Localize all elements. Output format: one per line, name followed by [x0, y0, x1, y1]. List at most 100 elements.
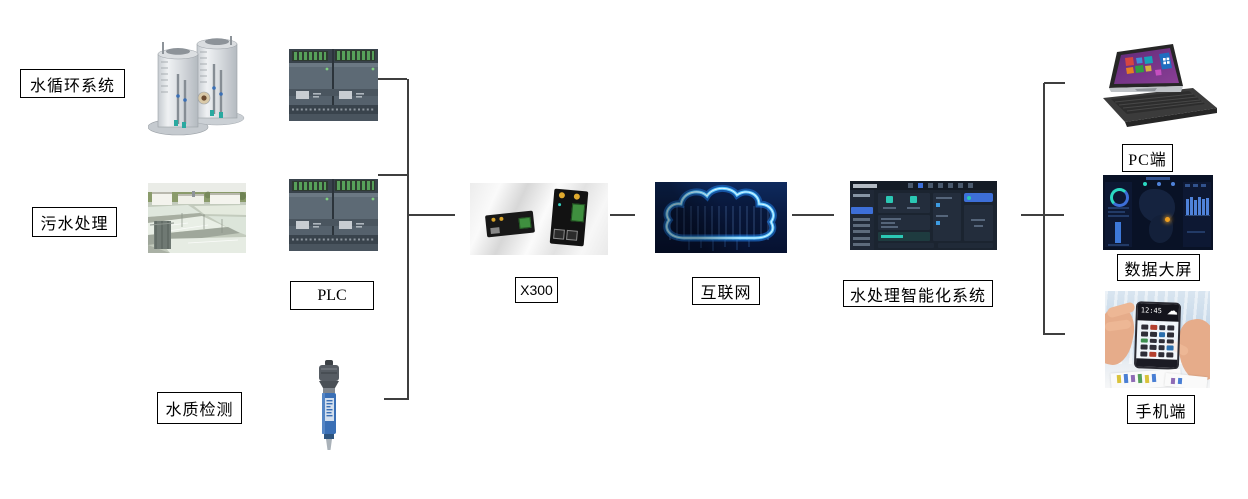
primary-button: [964, 193, 993, 202]
label-plc-text: PLC: [317, 286, 347, 304]
progress-bar: [881, 235, 903, 238]
label-sewage-treatment-text: 污水处理: [40, 216, 109, 233]
label-internet: 互联网: [692, 277, 760, 305]
chart-bar: [1198, 197, 1201, 215]
app-icon: [1158, 338, 1166, 344]
ethernet-port-icon: [566, 229, 578, 241]
terminal-block-icon: [570, 203, 586, 223]
progress-card: [878, 232, 930, 241]
phone-scene: 12:45 ☁: [1105, 291, 1210, 388]
topbar-icon: [908, 183, 913, 188]
water-tanks-illustration: [148, 36, 245, 136]
app-icon: [1158, 325, 1166, 331]
detail-card: [933, 193, 961, 241]
app-icon-grid: [1140, 324, 1175, 358]
stat-icon: [886, 196, 893, 203]
app-icon: [1149, 324, 1157, 330]
app-icon: [1149, 351, 1156, 357]
topbar-icon: [918, 183, 923, 188]
footer-panel: [938, 243, 993, 248]
paper-chart-bar: [1116, 374, 1122, 384]
map-legend-icon: [1157, 182, 1161, 186]
paper-chart-bar: [1170, 377, 1176, 385]
status-led-icon: [557, 203, 562, 207]
panel-line: [1108, 215, 1129, 217]
app-icon: [1140, 344, 1148, 350]
pc-stub-line: [1044, 82, 1065, 84]
panel-line: [1108, 244, 1129, 246]
system-to-clients-line: [1021, 214, 1064, 216]
app-icon: [1140, 331, 1148, 337]
smart-system-screenshot: [850, 181, 997, 250]
app-icon: [1149, 345, 1157, 351]
label-mobile-client: 手机端: [1127, 395, 1195, 424]
neon-cloud-icon: [663, 184, 777, 251]
bigscreen-ui: [1103, 175, 1213, 250]
sidebar-item: [853, 237, 870, 240]
transparent-phone: 12:45 ☁: [1133, 301, 1182, 370]
map-marker-icon: [1165, 217, 1170, 222]
bigscreen-title-bar: [1146, 177, 1170, 180]
label-data-screen: 数据大屏: [1117, 254, 1200, 281]
topbar-icon: [968, 183, 973, 188]
internet-cloud-image: [655, 182, 787, 253]
sidebar-item: [853, 243, 870, 246]
sidebar-item: [853, 224, 870, 227]
panel-line: [1108, 211, 1125, 213]
chart-legend-icon: [1193, 184, 1198, 187]
terminal-block-icon: [518, 216, 532, 230]
donut-chart-icon: [1110, 188, 1129, 207]
map-legend-icon: [1171, 182, 1175, 186]
app-icon: [1149, 331, 1157, 337]
paper-chart-bar: [1137, 373, 1143, 384]
paper-chart-bar: [1177, 377, 1183, 385]
app-icon: [1166, 338, 1174, 344]
x300-to-cloud-line: [610, 214, 635, 216]
sensor-probe-illustration: [319, 360, 339, 450]
topbar-icon: [938, 183, 943, 188]
app-icon: [1158, 331, 1166, 337]
antenna-nut-icon: [499, 216, 504, 222]
paper-chart-bar: [1151, 373, 1157, 383]
label-data-screen-text: 数据大屏: [1124, 261, 1193, 279]
app-icon: [1167, 325, 1175, 331]
chart-baseline: [1185, 215, 1210, 216]
plc-module-image-2: [289, 175, 378, 255]
paper-chart-bar: [1123, 373, 1129, 384]
antenna-nut-icon: [558, 192, 566, 199]
plc-module-image-1: [289, 45, 378, 125]
chart-bar: [1186, 199, 1189, 215]
panel-line: [974, 225, 983, 227]
app-icon: [1140, 338, 1148, 344]
label-smart-system-text: 水处理智能化系统: [849, 287, 986, 305]
stat-icon: [910, 196, 917, 203]
info-line: [881, 222, 895, 224]
label-water-circulation-text: 水循环系统: [29, 77, 115, 95]
diagonal-sheen: [655, 182, 787, 253]
label-mobile-client-text: 手机端: [1135, 403, 1187, 421]
label-x300: X300: [515, 277, 558, 303]
x300-gateway-image: [470, 183, 608, 255]
stat-label: [883, 207, 896, 209]
topbar-icon: [948, 183, 953, 188]
chart-bar: [1194, 200, 1197, 215]
water-sensor-image: [305, 360, 353, 452]
chart-legend-icon: [1201, 184, 1206, 187]
app-icon: [1140, 351, 1148, 357]
bracket-to-x300-line: [409, 214, 455, 216]
app-icon: [1167, 332, 1175, 338]
detail-bullet: [936, 203, 940, 207]
cloud-background: [655, 182, 787, 253]
app-icon: [1166, 345, 1174, 351]
label-water-quality-text: 水质检测: [165, 402, 234, 419]
side-panel: [964, 205, 993, 241]
plc-bracket-vertical-line: [407, 79, 409, 400]
chart-bar: [1190, 197, 1193, 215]
sewage-plant-image: [148, 183, 246, 253]
detail-line: [936, 215, 948, 217]
label-water-circulation: 水循环系统: [20, 69, 125, 98]
app-icon: [1141, 324, 1149, 330]
gateway-background: [470, 183, 608, 255]
phone-status-area: 12:45 ☁: [1137, 303, 1180, 322]
phone-clock: 12:45: [1140, 306, 1163, 316]
